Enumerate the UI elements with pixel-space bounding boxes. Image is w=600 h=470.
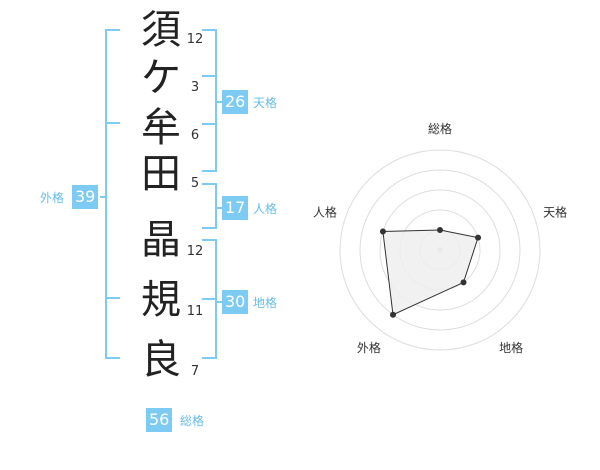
stroke-count-5: 12 [186,244,204,259]
radar-point-5 [379,228,386,235]
name-char-3: 牟 [141,105,181,151]
gaikaku-label: 外格 [40,191,65,205]
radar-points [379,227,482,318]
jinkaku-bracket [202,183,217,229]
stroke-count-2: 3 [190,80,200,95]
soukaku-value: 56 [146,408,173,432]
jinkaku-value: 17 [222,196,249,220]
soukaku-label: 総格 [180,414,205,428]
radar-ring-4 [359,169,521,331]
radar-axis-label-3: 地格 [499,340,523,355]
radar-point-1 [437,227,443,233]
name-char-1: 須 [141,7,181,53]
gaikaku-value: 39 [72,185,99,209]
gaikaku-bracket [105,29,120,359]
stroke-count-7: 7 [190,364,200,379]
radar-axis-label-2: 天格 [543,205,567,220]
radar-point-4 [389,311,396,318]
jinkaku-label: 人格 [253,202,278,216]
radar-ring-3 [379,189,501,311]
stroke-count-4: 5 [190,176,200,191]
name-char-7: 良 [141,337,181,383]
tenkaku-value: 26 [222,90,249,114]
chikaku-label: 地格 [253,296,278,310]
name-char-2: ケ [141,55,181,101]
radar-axis-label-1: 総格 [428,121,452,136]
radar-ring-5 [339,149,541,351]
radar-axis-label-4: 外格 [357,340,381,355]
name-char-6: 規 [141,277,181,323]
tenkaku-bracket [202,29,217,172]
name-char-5: 晶 [141,217,181,263]
chikaku-value: 30 [222,290,249,314]
stroke-count-3: 6 [190,128,200,143]
radar-axis-label-5: 人格 [313,205,337,220]
radar-point-3 [460,279,467,286]
stroke-count-1: 12 [186,32,204,47]
radar-point-2 [475,234,482,241]
name-char-4: 田 [141,151,181,197]
stroke-count-6: 11 [186,304,204,319]
tenkaku-label: 天格 [253,96,278,110]
radar-polygon [382,229,479,316]
